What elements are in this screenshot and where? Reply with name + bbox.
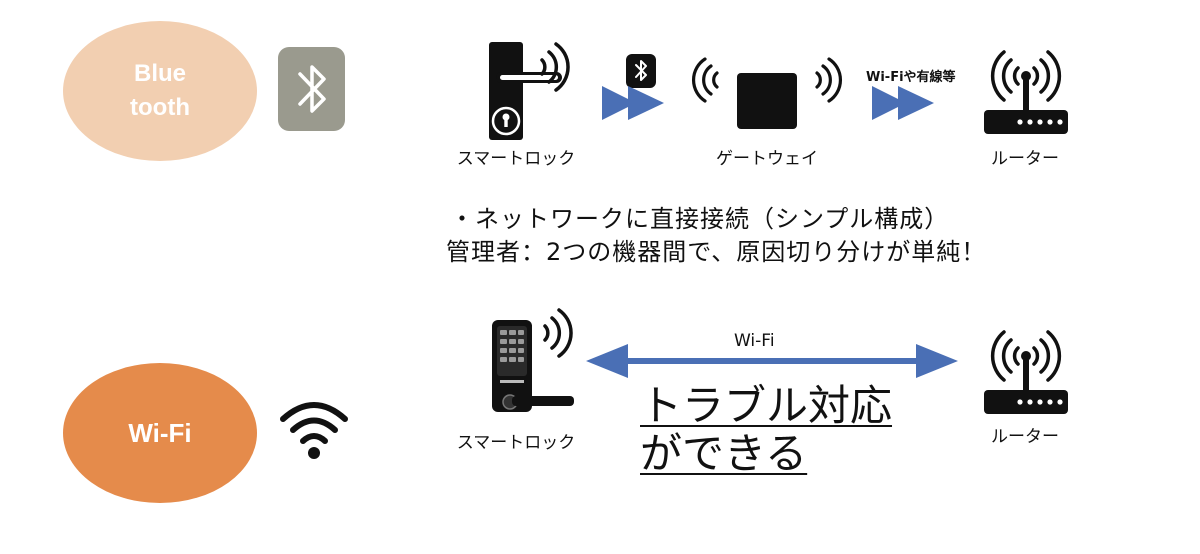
router-label-bottom: ルーター: [991, 427, 1059, 447]
wifi-label-oval: Wi-Fi: [63, 363, 257, 503]
router-icon-bottom: [984, 330, 1068, 414]
bluetooth-link-arrow: [602, 86, 664, 120]
bluetooth-icon: [298, 65, 326, 113]
gateway-router-link-label: Wi-Fiや有線等: [866, 70, 956, 85]
router-icon: [984, 50, 1068, 134]
bluetooth-icon-tile: [278, 47, 345, 131]
smart-lock-icon: [489, 42, 570, 140]
note-line-1: ・ネットワークに直接接続（シンプル構成）: [450, 205, 950, 233]
bluetooth-small-icon: [635, 60, 647, 81]
bluetooth-badge: [626, 54, 656, 88]
bluetooth-label-oval: Blue tooth: [63, 21, 257, 161]
note-line-2: 管理者：2つの機器間で、原因切り分けが単純！: [446, 238, 987, 266]
wifi-link-label: Wi-Fi: [734, 331, 775, 351]
headline-line-2: ができる: [640, 429, 808, 478]
gateway-router-arrow: [872, 86, 934, 120]
gateway-label: ゲートウェイ: [716, 149, 818, 169]
router-label-top: ルーター: [991, 149, 1059, 169]
wifi-icon: [280, 402, 348, 459]
gateway-icon: [691, 57, 843, 129]
headline-line-1: トラブル対応: [640, 381, 893, 430]
keypad-lock-icon: [492, 308, 574, 412]
wifi-lock-label: スマートロック: [456, 433, 576, 453]
bluetooth-lock-label: スマートロック: [456, 149, 576, 169]
wifi-link-arrow: [586, 344, 958, 378]
